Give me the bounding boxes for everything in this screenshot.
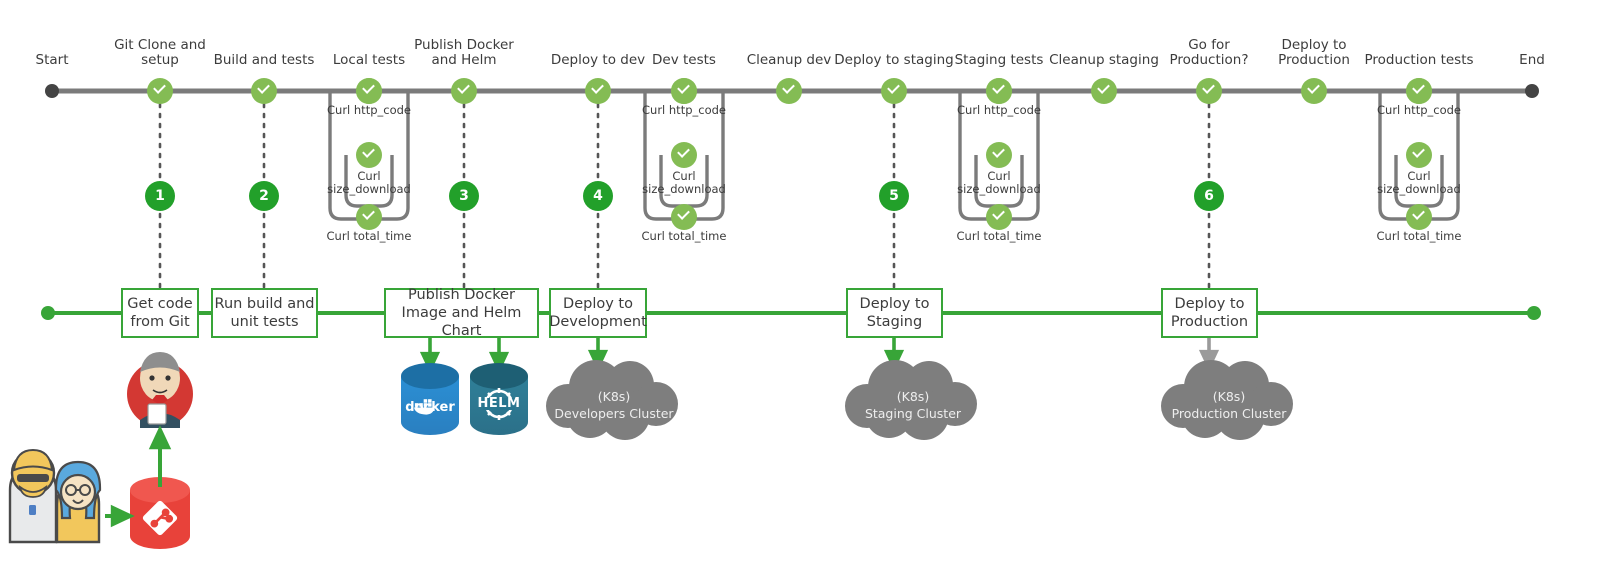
stage-check-deploy-to-production[interactable] [1301,78,1327,104]
test-check-dev-total-time[interactable] [671,204,697,230]
test-check-production-http-code[interactable] [1406,78,1432,104]
step-marker-1[interactable]: 1 [145,181,175,211]
stage-check-publish-docker-and-helm[interactable] [451,78,477,104]
docker-label: docker [405,400,455,415]
test-label-production-size-download: Curl size_download [1377,169,1461,196]
stage-check-deploy-to-dev[interactable] [585,78,611,104]
stage-check-cleanup-staging[interactable] [1091,78,1117,104]
box-deploy-to-development[interactable]: Deploy to Development [549,288,647,338]
test-label-staging-size-download: Curl size_download [957,169,1041,196]
box-deploy-to-production[interactable]: Deploy to Production [1161,288,1258,338]
stage-label-production-tests: Production tests [1364,52,1474,68]
test-check-local-http-code[interactable] [356,78,382,104]
docker-registry-icon [401,363,459,435]
step-marker-3[interactable]: 3 [449,181,479,211]
flow-start-dot [41,306,55,320]
stage-label-git-clone-and-setup: Git Clone and setup [114,37,206,68]
stage-label-end: End [1519,52,1545,68]
cluster-clouds [546,360,1293,440]
stage-check-cleanup-dev[interactable] [776,78,802,104]
stage-label-publish-docker-and-helm: Publish Docker and Helm [414,37,514,68]
test-label-dev-total-time: Curl total_time [641,229,727,243]
test-check-staging-total-time[interactable] [986,204,1012,230]
box-deploy-to-staging[interactable]: Deploy to Staging [846,288,943,338]
stage-label-staging-tests: Staging tests [954,52,1044,68]
stage-check-build-and-tests[interactable] [251,78,277,104]
stage-label-cleanup-staging: Cleanup staging [1049,52,1159,68]
stage-check-go-for-production[interactable] [1196,78,1222,104]
stage-label-deploy-to-dev: Deploy to dev [550,52,646,68]
stage-check-deploy-to-staging[interactable] [881,78,907,104]
test-label-local-total-time: Curl total_time [326,229,412,243]
stage-label-deploy-to-staging: Deploy to staging [834,52,954,68]
helm-repository-icon [470,363,528,435]
test-label-local-http-code: Curl http_code [327,103,411,117]
test-check-production-total-time[interactable] [1406,204,1432,230]
developers-cluster-cloud [546,360,678,440]
test-check-local-size-download[interactable] [356,142,382,168]
box-get-code-from-git[interactable]: Get code from Git [121,288,199,338]
stage-label-go-for-production: Go for Production? [1169,37,1249,68]
stage-label-build-and-tests: Build and tests [213,52,315,68]
git-repository-icon [130,477,190,549]
jenkins-butler-icon [127,352,193,428]
flow-end-dot [1527,306,1541,320]
test-check-dev-size-download[interactable] [671,142,697,168]
developers-pair-icon [8,448,102,544]
test-label-staging-http-code: Curl http_code [957,103,1041,117]
pipeline-start-dot [45,84,59,98]
test-check-dev-http-code[interactable] [671,78,697,104]
step-marker-4[interactable]: 4 [583,181,613,211]
stage-label-start: Start [35,52,69,68]
test-label-dev-size-download: Curl size_download [642,169,726,196]
test-check-staging-size-download[interactable] [986,142,1012,168]
helm-label: HELM [477,396,521,411]
step-marker-6[interactable]: 6 [1194,181,1224,211]
stage-check-git-clone-and-setup[interactable] [147,78,173,104]
test-label-production-total-time: Curl total_time [1376,229,1462,243]
stage-label-dev-tests: Dev tests [652,52,716,68]
step-marker-5[interactable]: 5 [879,181,909,211]
developer-female [54,460,102,544]
developer-male [8,448,58,544]
step-marker-2[interactable]: 2 [249,181,279,211]
git-logo [142,500,178,536]
test-check-production-size-download[interactable] [1406,142,1432,168]
dotted-connectors [158,102,1211,290]
test-label-dev-http-code: Curl http_code [642,103,726,117]
test-label-production-http-code: Curl http_code [1377,103,1461,117]
test-label-staging-total-time: Curl total_time [956,229,1042,243]
staging-cluster-cloud [845,360,977,440]
test-label-local-size-download: Curl size_download [327,169,411,196]
pipeline-end-dot [1525,84,1539,98]
production-cluster-cloud [1161,360,1293,440]
box-run-build-and-unit-tests[interactable]: Run build and unit tests [211,288,318,338]
box-publish-docker-image-and-helm-chart[interactable]: Publish Docker Image and Helm Chart [384,287,539,339]
stage-label-cleanup-dev: Cleanup dev [746,52,832,68]
stage-label-local-tests: Local tests [332,52,406,68]
test-check-local-total-time[interactable] [356,204,382,230]
artifact-arrows [419,338,510,374]
cluster-arrows [587,338,1220,372]
actor-arrows [105,425,172,528]
stage-label-deploy-to-production: Deploy to Production [1278,37,1350,68]
test-check-staging-http-code[interactable] [986,78,1012,104]
